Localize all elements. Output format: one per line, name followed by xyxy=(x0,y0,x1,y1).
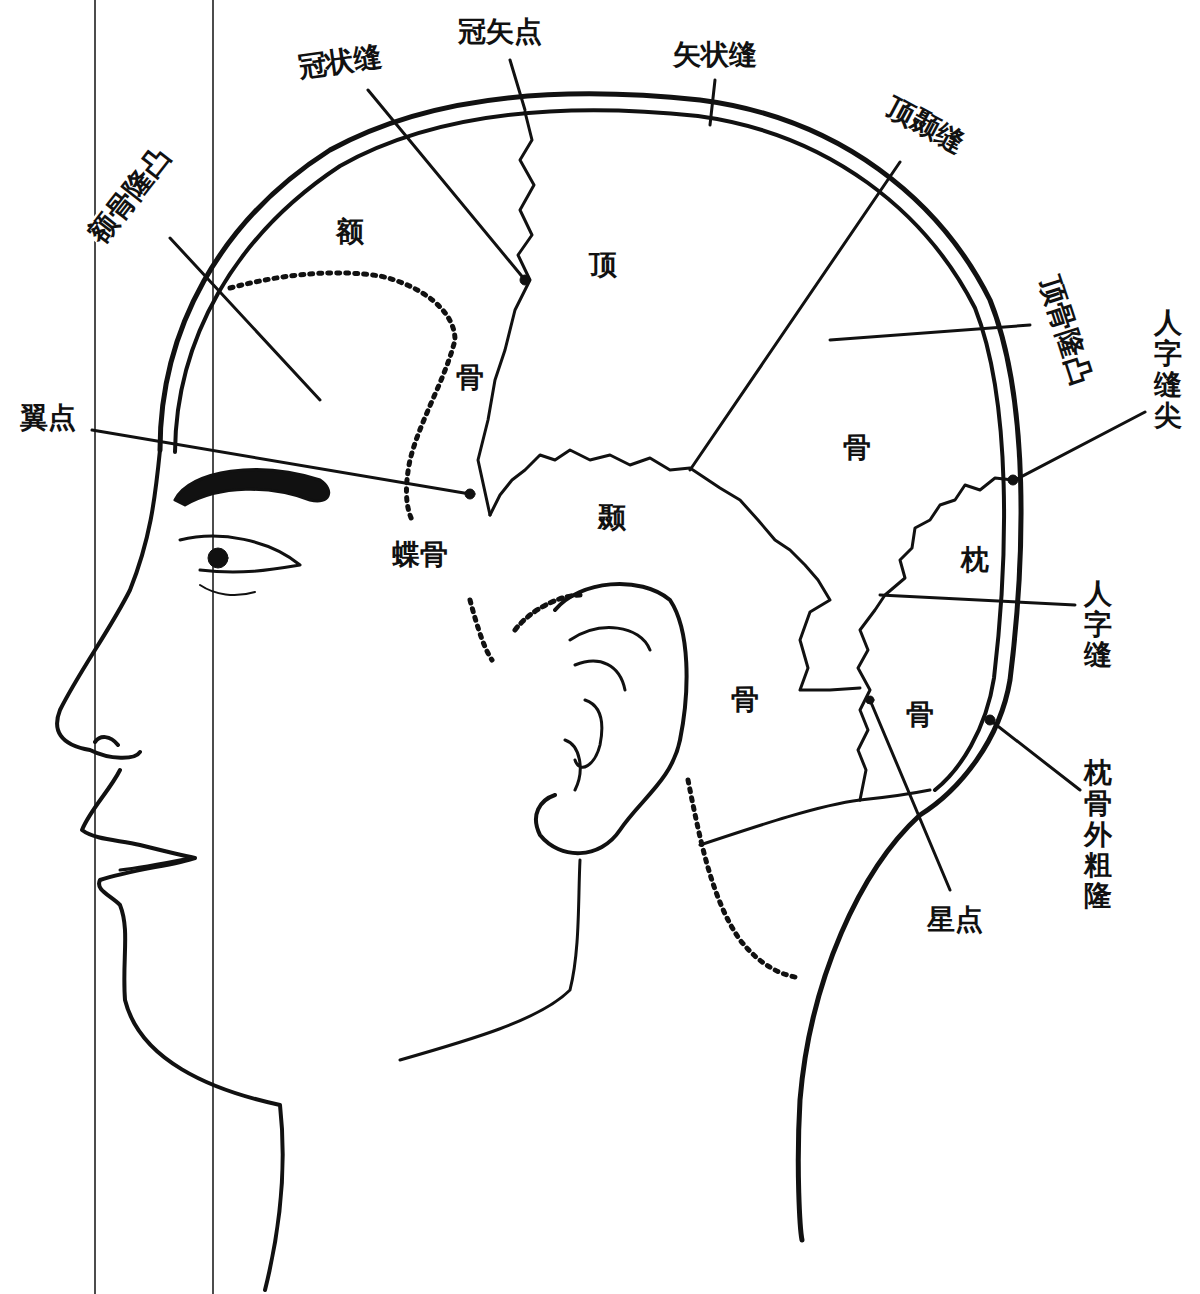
callout-label: 顶骨隆凸 xyxy=(1032,270,1097,390)
bone-name: 蝶骨 xyxy=(390,540,450,571)
bone-name: 枕 xyxy=(959,545,991,576)
callout-label: 人字缝尖 xyxy=(1152,308,1184,431)
callout-label: 冠矢点 xyxy=(456,17,544,48)
bone-name: 额 xyxy=(334,217,366,248)
bone-name: 骨 xyxy=(454,363,486,394)
bone-name: 骨 xyxy=(841,433,873,464)
callout-label: 翼点 xyxy=(18,403,78,434)
callout-label: 人字缝 xyxy=(1082,579,1114,671)
callout-label: 冠状缝 xyxy=(294,41,385,84)
callout-label: 星点 xyxy=(925,905,985,936)
bone-name: 颞 xyxy=(596,503,628,534)
bone-name: 骨 xyxy=(729,685,761,716)
callout-label: 枕骨外粗隆 xyxy=(1082,758,1114,912)
bone-name: 骨 xyxy=(904,700,936,731)
callout-label: 额骨隆凸 xyxy=(82,140,178,250)
callout-label: 矢状缝 xyxy=(671,40,759,71)
callout-label: 顶颞缝 xyxy=(879,91,971,160)
bone-name: 顶 xyxy=(587,250,619,281)
